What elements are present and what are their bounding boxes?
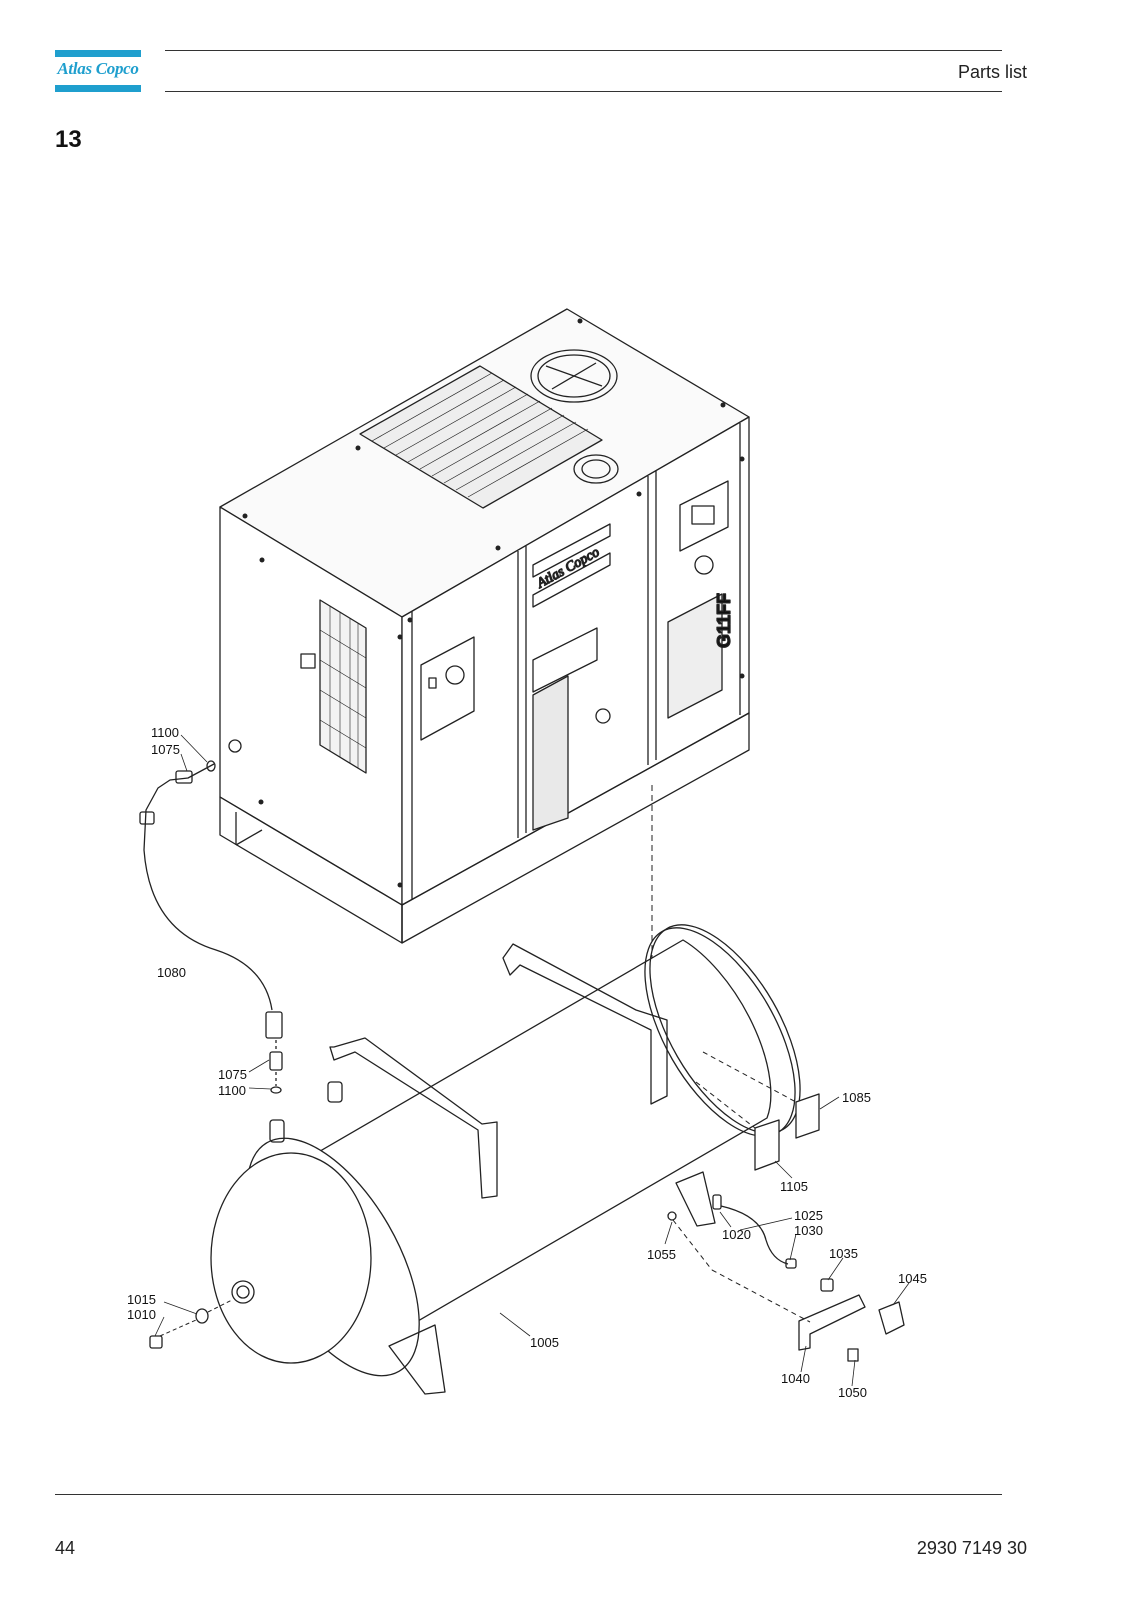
logo-bar-bottom xyxy=(55,85,141,92)
callout-1045: 1045 xyxy=(898,1271,927,1286)
callout-1030: 1030 xyxy=(794,1223,823,1238)
logo-wordmark: Atlas Copco xyxy=(57,59,139,78)
callout-1100-top: 1100 xyxy=(151,725,179,740)
footer-rule xyxy=(55,1494,1002,1495)
callout-labels: 1100 1075 1080 1075 1100 1085 1105 1025 … xyxy=(127,725,927,1400)
callout-1075-top: 1075 xyxy=(151,742,180,757)
callout-1105: 1105 xyxy=(780,1179,808,1194)
callout-1020: 1020 xyxy=(722,1227,751,1242)
logo-bar-top xyxy=(55,50,141,57)
atlas-copco-logo: Atlas Copco xyxy=(55,50,141,94)
callout-1050: 1050 xyxy=(838,1385,867,1400)
header-rule-top xyxy=(165,50,1002,51)
callout-1010: 1010 xyxy=(127,1307,156,1322)
model-badge: G11FF xyxy=(714,593,734,648)
header-rule-bottom xyxy=(165,91,1002,92)
callout-1040: 1040 xyxy=(781,1371,810,1386)
drain-assembly xyxy=(672,1194,905,1362)
document-number: 2930 7149 30 xyxy=(916,1538,1027,1558)
callout-1005: 1005 xyxy=(530,1335,559,1350)
callout-1100-bottom: 1100 xyxy=(218,1083,246,1098)
callout-1080: 1080 xyxy=(157,965,186,980)
callout-1055: 1055 xyxy=(647,1247,676,1262)
compressor-cabinet: G11FF Atlas Copco xyxy=(219,308,750,944)
callout-1085: 1085 xyxy=(842,1090,871,1105)
drain-plug xyxy=(149,1299,233,1349)
callout-1035: 1035 xyxy=(829,1246,858,1261)
hose-assembly xyxy=(139,760,283,1094)
chapter-number: 13 xyxy=(55,126,82,153)
air-receiver-tank xyxy=(210,924,801,1395)
section-title: Parts list xyxy=(957,62,1027,82)
callout-1015: 1015 xyxy=(127,1292,156,1307)
page-number: 44 xyxy=(55,1538,76,1558)
callout-1025: 1025 xyxy=(794,1208,823,1223)
decal-labels xyxy=(695,1051,820,1171)
callout-1075-bottom: 1075 xyxy=(218,1067,247,1082)
